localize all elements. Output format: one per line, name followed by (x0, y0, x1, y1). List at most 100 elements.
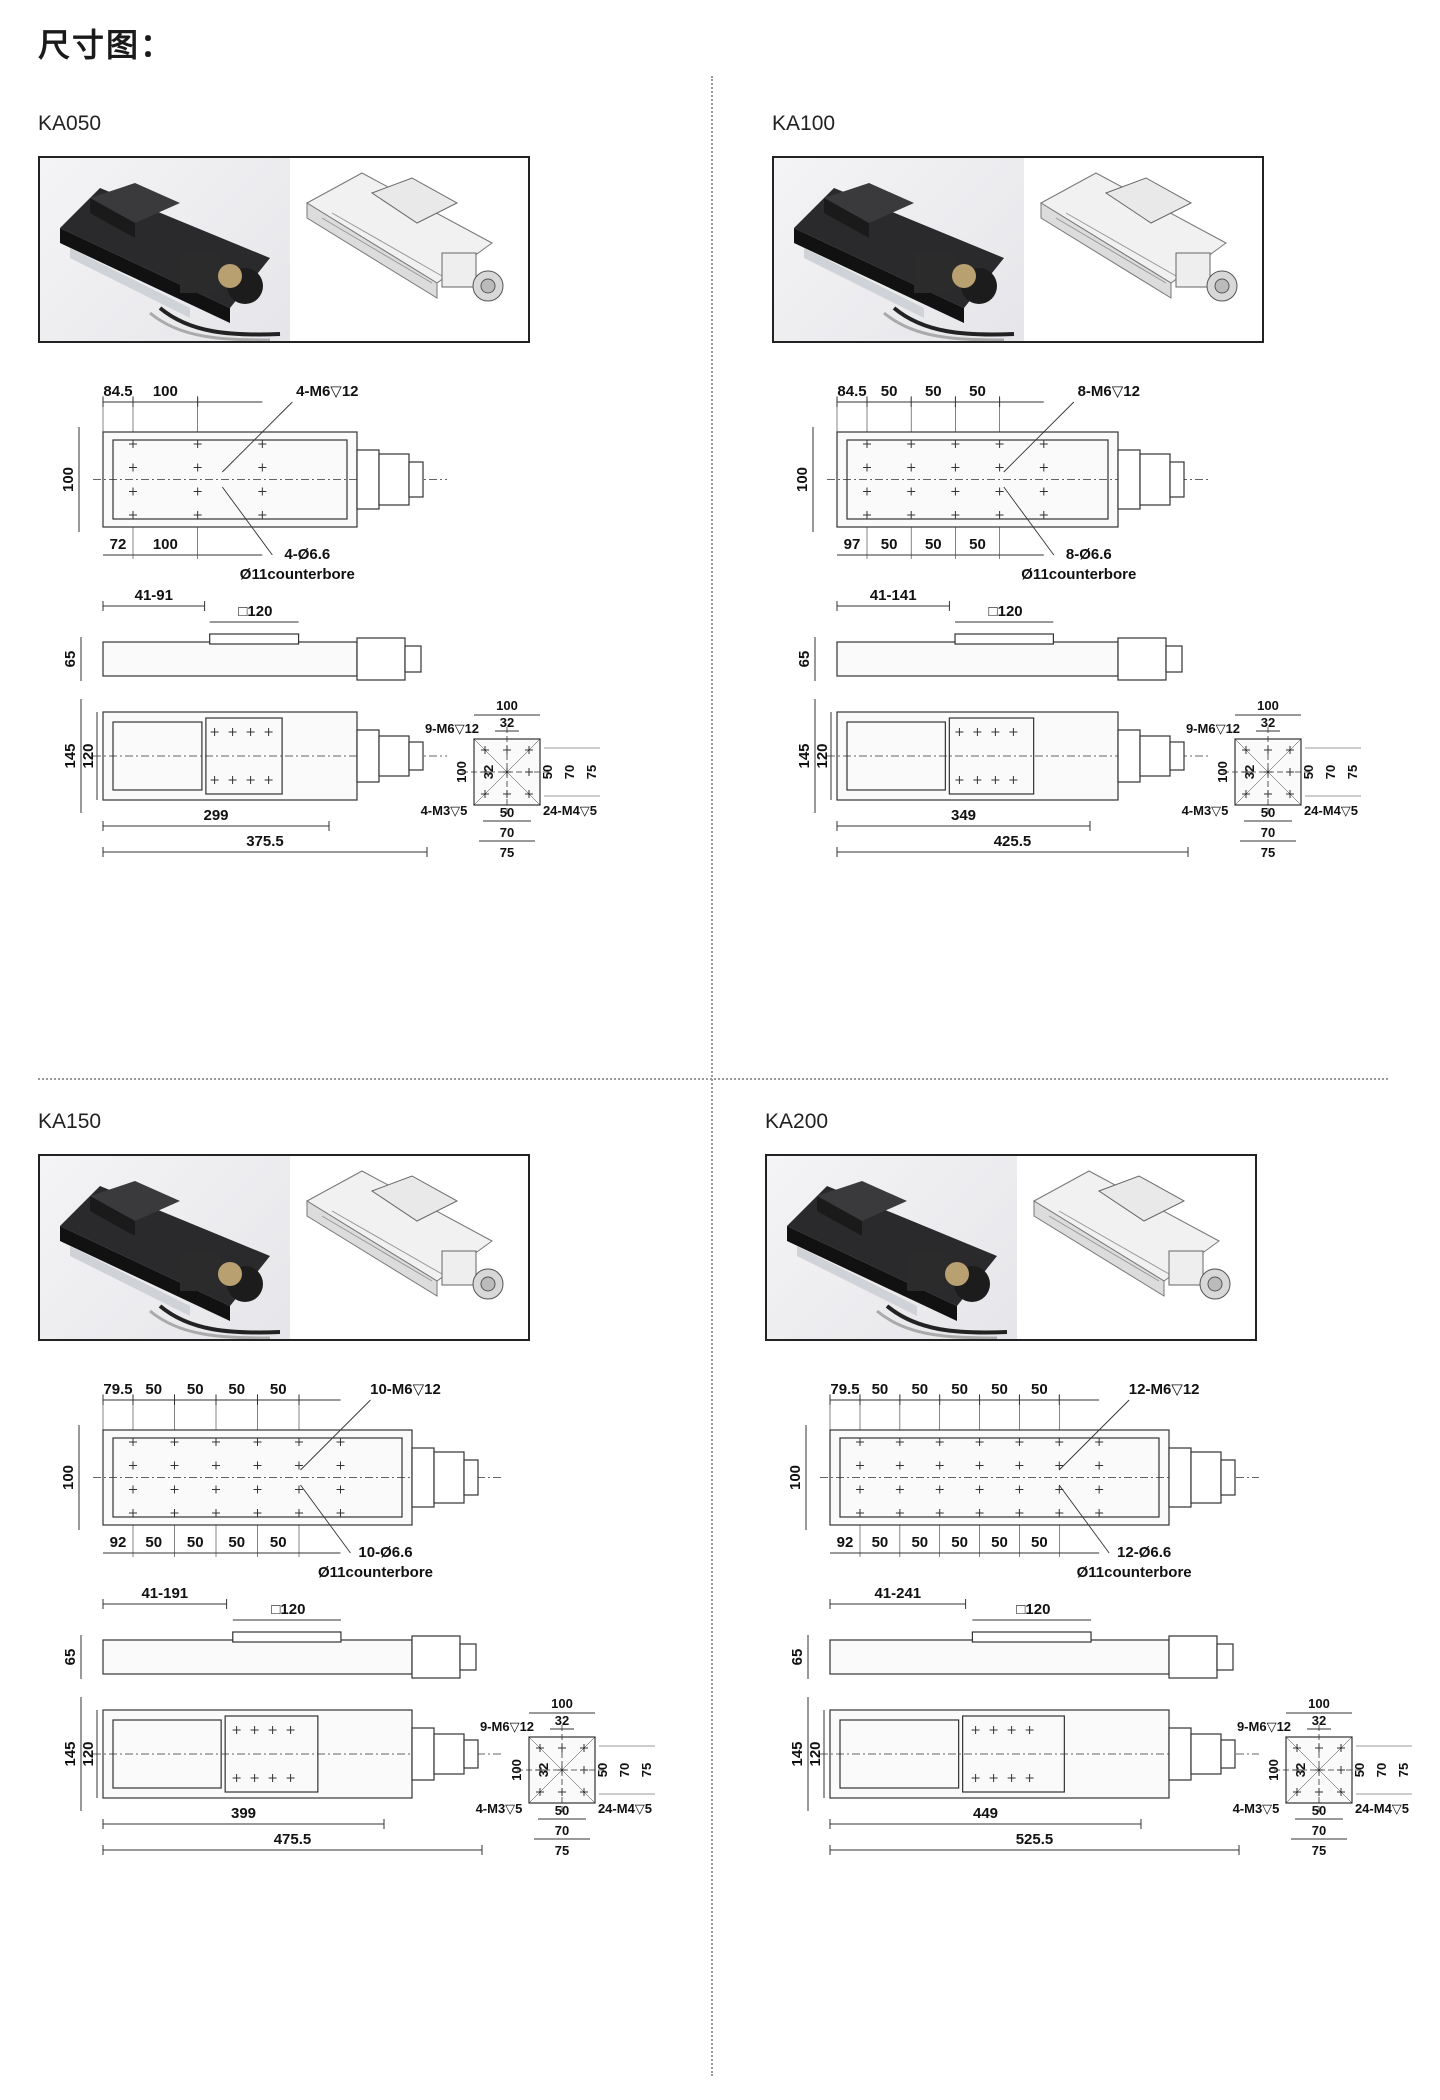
stage-w2-label: 32 (555, 1713, 569, 1728)
hole-mark (253, 1461, 262, 1470)
hole-mark (1315, 1766, 1323, 1774)
stage-m4-callout: 24-M4▽5 (598, 1801, 652, 1816)
side-motor (1117, 637, 1167, 681)
product-photo-frame (38, 1154, 530, 1341)
top-dim-label: 50 (911, 1381, 928, 1398)
product-photo-black (767, 1156, 1017, 1339)
hole-mark (995, 463, 1004, 472)
hole-mark (258, 463, 267, 472)
hole-mark (971, 1774, 980, 1782)
front-h1-label: 145 (789, 1741, 806, 1766)
top-hole-callout: 4-M6▽12 (296, 383, 358, 400)
hole-mark (1015, 1461, 1024, 1470)
stage-h2-label: 32 (1242, 765, 1257, 779)
stage-m6-callout: 9-M6▽12 (1237, 1719, 1291, 1734)
stage-illustration-silver (1040, 172, 1238, 302)
hole-mark (951, 487, 960, 496)
bottom-hole-callout: 12-Ø6.6 (1117, 1544, 1171, 1561)
length1-label: 299 (203, 807, 228, 824)
front-h1-label: 145 (62, 743, 79, 768)
side-height-label: 65 (62, 1649, 79, 1666)
front-motor-body (1190, 1733, 1222, 1775)
hole-mark (935, 1485, 944, 1494)
hole-mark (951, 440, 960, 448)
bottom-dim-label: 50 (951, 1534, 968, 1551)
product-photo-black (40, 1156, 290, 1339)
bottom-dim-label: 50 (228, 1534, 245, 1551)
hole-mark (1039, 487, 1048, 496)
hole-mark (951, 463, 960, 472)
top-dim-label: 100 (153, 383, 178, 400)
top-dim-label: 50 (925, 383, 942, 400)
stroke-label: 41-241 (874, 1585, 921, 1602)
hole-mark (253, 1438, 262, 1446)
front-motor-flange (356, 729, 380, 783)
stage-c2-label: 70 (1312, 1823, 1326, 1838)
hole-mark (258, 511, 267, 519)
hole-mark (863, 487, 871, 496)
hole-mark (536, 1766, 544, 1774)
stage-c1-label: 50 (1261, 805, 1275, 820)
hole-mark (268, 1726, 277, 1734)
hole-mark (1264, 746, 1272, 754)
length1-label: 449 (973, 1805, 998, 1822)
hole-mark (1009, 728, 1018, 736)
stage-c3-label: 75 (500, 845, 514, 860)
hole-mark (1015, 1509, 1024, 1517)
stage-c3-label: 75 (1261, 845, 1275, 860)
hole-mark (170, 1485, 179, 1494)
front-h2-label: 120 (80, 743, 97, 768)
product-photo-silver (292, 1156, 528, 1339)
hole-mark (170, 1438, 179, 1446)
stage-w2-label: 32 (1312, 1713, 1326, 1728)
hole-mark (295, 1438, 303, 1446)
hole-mark (228, 776, 237, 784)
hole-mark (975, 1509, 984, 1517)
product-photo-silver (1019, 1156, 1255, 1339)
side-view-body (102, 641, 358, 677)
hole-mark (212, 1438, 220, 1446)
stage-r2-label: 70 (617, 1763, 632, 1777)
bottom-dim-label: 72 (110, 536, 127, 553)
hole-mark (210, 728, 219, 736)
hole-mark (580, 1788, 588, 1796)
stage-c1-label: 50 (1312, 1803, 1326, 1818)
square-label: □120 (989, 603, 1023, 620)
top-view-body (102, 431, 358, 528)
bottom-dim-label: 50 (872, 1534, 889, 1551)
motor-knob (463, 1459, 479, 1496)
hole-mark (228, 728, 237, 736)
top-dim-label: 50 (145, 1381, 162, 1398)
leader-line (1003, 401, 1075, 473)
stage-c1-label: 50 (555, 1803, 569, 1818)
hole-mark (193, 463, 202, 472)
stage-w-label: 100 (496, 698, 518, 713)
hole-mark (286, 1774, 295, 1782)
stage-m4-callout: 24-M4▽5 (1355, 1801, 1409, 1816)
bottom-dim-label: 100 (153, 536, 178, 553)
stage-r3-label: 75 (1345, 765, 1360, 779)
hole-mark (258, 440, 267, 448)
hole-mark (481, 746, 489, 754)
product-photo-frame (765, 1154, 1257, 1341)
square-label: □120 (271, 1601, 305, 1618)
side-view-carriage (232, 1631, 342, 1643)
front-motor-flange (1117, 729, 1141, 783)
stage-w-label: 100 (551, 1696, 573, 1711)
front-motor-knob (1220, 1739, 1236, 1769)
counterbore-callout: Ø11counterbore (240, 566, 355, 583)
hole-mark (1007, 1726, 1016, 1734)
hole-mark (1055, 1438, 1064, 1446)
hole-mark (246, 776, 255, 784)
stage-illustration-black (60, 1181, 281, 1339)
hole-mark (286, 1726, 295, 1734)
front-h1-label: 145 (796, 743, 813, 768)
top-dim-label: 50 (872, 1381, 889, 1398)
horizontal-divider (38, 1078, 1388, 1080)
